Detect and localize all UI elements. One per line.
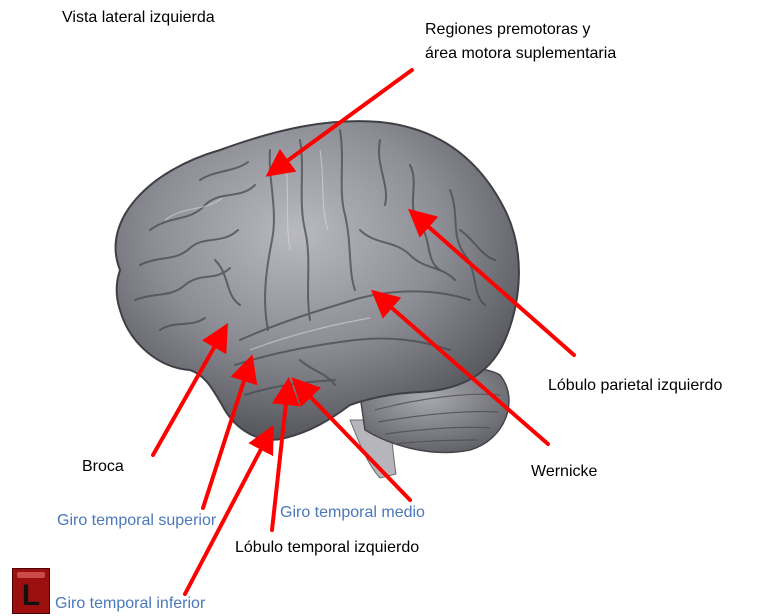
label-wernicke: Wernicke (531, 462, 597, 482)
left-hemisphere-badge: L (12, 568, 50, 614)
badge-letter: L (13, 579, 49, 613)
label-temporal-inferior: Giro temporal inferior (55, 594, 205, 614)
label-temporal-medio: Giro temporal medio (280, 503, 425, 523)
label-temporal-superior: Giro temporal superior (57, 511, 216, 531)
label-broca: Broca (82, 457, 124, 477)
label-premotor: Regiones premotoras y área motora suplem… (425, 18, 625, 66)
label-parietal: Lóbulo parietal izquierdo (548, 376, 722, 396)
label-lobulo-temporal: Lóbulo temporal izquierdo (235, 538, 419, 558)
badge-cap (17, 572, 45, 578)
view-title: Vista lateral izquierda (62, 8, 215, 28)
